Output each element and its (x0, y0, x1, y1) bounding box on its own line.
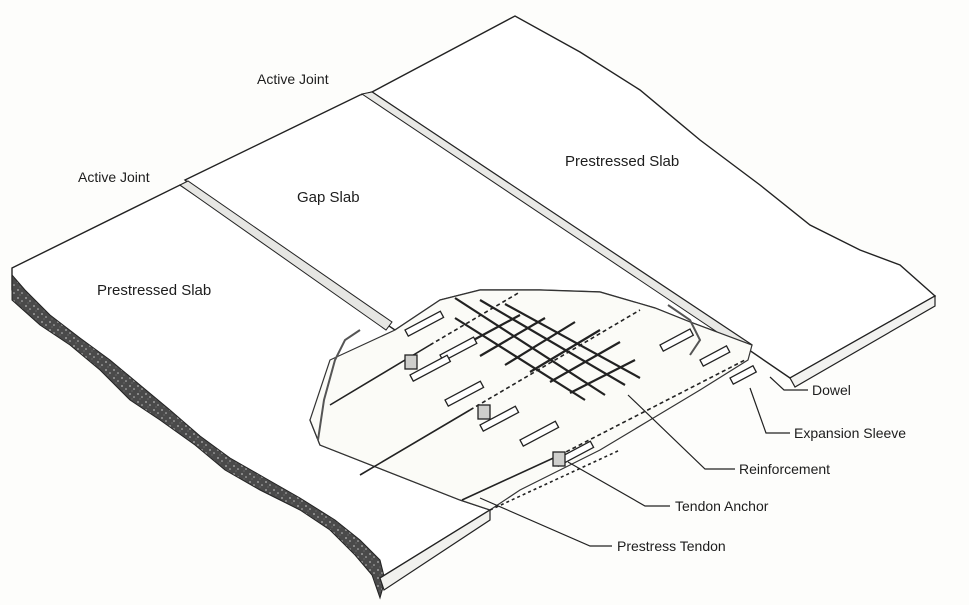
label-expansion-sleeve: Expansion Sleeve (794, 425, 906, 441)
tendon-anchors (404, 354, 566, 467)
label-reinforcement: Reinforcement (739, 461, 830, 477)
subgrade-cutaway (309, 289, 753, 511)
label-prestressed-slab-left: Prestressed Slab (97, 282, 211, 299)
prestressed-slab-right (370, 15, 937, 388)
label-prestressed-slab-right: Prestressed Slab (565, 153, 679, 170)
label-prestress-tendon: Prestress Tendon (617, 538, 726, 554)
prestressed-slab-left (11, 180, 492, 600)
label-tendon-anchor: Tendon Anchor (675, 498, 769, 514)
label-active-joint-left: Active Joint (78, 169, 150, 185)
reinforcement-mesh (454, 297, 641, 401)
label-dowel: Dowel (812, 382, 851, 398)
label-active-joint-top: Active Joint (257, 71, 329, 87)
label-gap-slab: Gap Slab (297, 189, 360, 206)
leader-lines (479, 376, 808, 547)
